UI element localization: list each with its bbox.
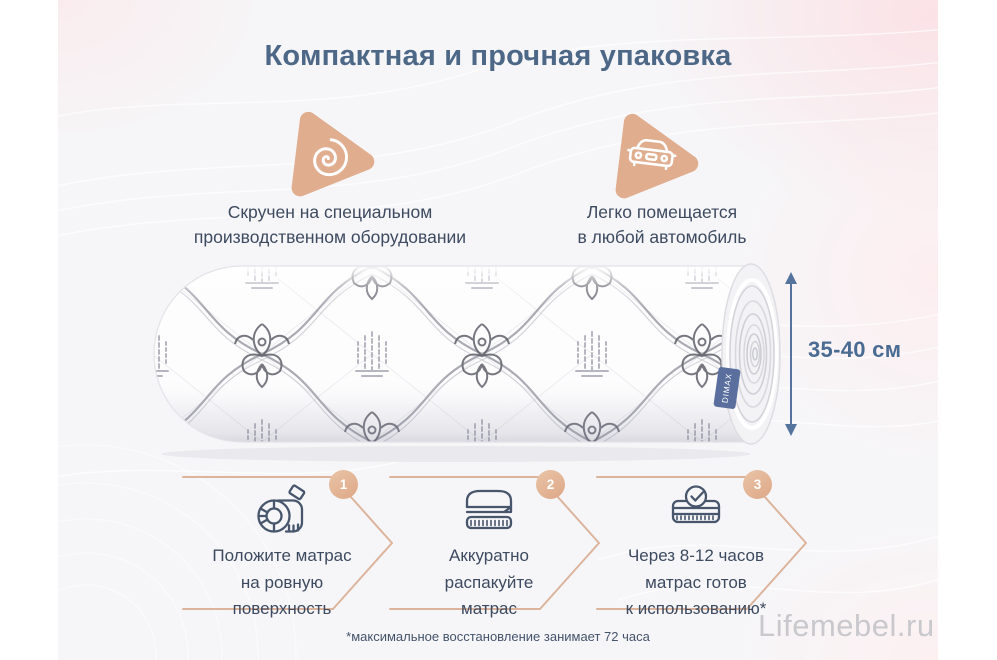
unpacking-mattress-icon xyxy=(465,489,513,530)
roll-body xyxy=(153,265,747,443)
watermark-logo: Lifemebel.ru xyxy=(758,608,935,643)
feature-line: Легко помещается xyxy=(586,202,738,222)
infographic-canvas: Компактная и прочная упаковка Скручен на… xyxy=(58,0,938,660)
step-text-line: матрас готов xyxy=(645,572,747,592)
step-text-line: Аккуратно xyxy=(449,546,529,565)
step-text: Аккуратно распакуйте матрас xyxy=(445,543,534,623)
spiral-icon xyxy=(291,111,375,197)
step-number-badge: 1 xyxy=(329,470,358,499)
feature-text-rolling: Скручен на специальном производственном … xyxy=(158,200,502,250)
car-icon xyxy=(615,113,699,199)
step-text: Через 8-12 часов матрас готов к использо… xyxy=(626,543,767,623)
step-content: Через 8-12 часов матрас готов к использо… xyxy=(600,482,792,618)
height-value-label: 35-40 см xyxy=(808,337,902,362)
mattress-ready-icon xyxy=(671,485,721,524)
rolled-mattress-icon xyxy=(257,484,306,533)
height-arrow-icon xyxy=(785,272,797,436)
feature-line: производственном оборудовании xyxy=(193,227,467,247)
step-text-line: поверхность xyxy=(232,599,332,618)
step-text-line: на ровную xyxy=(240,572,324,592)
feature-line: Скручен на специальном xyxy=(227,202,433,222)
step-2: 2 Аккуратно распакуйте матрас xyxy=(388,470,602,618)
feature-line: в любой автомобиль xyxy=(577,227,747,247)
page-title: Компактная и прочная упаковка xyxy=(264,40,732,72)
roll-tag-label: DIMAX xyxy=(720,372,733,403)
step-3: 3 Через 8-12 часов матрас готов к исполь… xyxy=(595,470,809,618)
step-content: Положите матрас на ровную поверхность xyxy=(186,482,378,618)
feature-text-car: Легко помещается в любой автомобиль xyxy=(510,200,814,250)
step-text-line: распакуйте xyxy=(444,572,534,592)
footnote: *максимальное восстановление занимает 72… xyxy=(346,629,650,644)
step-1: 1 Положите матрас на ровную поверхность xyxy=(181,470,395,618)
step-number-badge: 2 xyxy=(536,470,565,499)
step-text-line: к использованию* xyxy=(625,599,767,618)
step-chevron-outline xyxy=(389,476,600,610)
step-content: Аккуратно распакуйте матрас xyxy=(393,482,585,618)
step-number-badge: 3 xyxy=(743,470,772,499)
step-text-line: матрас xyxy=(461,599,517,618)
step-chevron-outline xyxy=(182,476,393,610)
step-chevron-outline xyxy=(596,476,807,610)
rolled-mattress-photo: DIMAX xyxy=(153,263,781,462)
step-text-line: Через 8-12 часов xyxy=(627,546,765,565)
step-text-line: Положите матрас xyxy=(212,546,352,565)
roll-brand-tag: DIMAX xyxy=(713,367,741,409)
roll-end-spiral xyxy=(721,263,781,445)
step-text: Положите матрас на ровную поверхность xyxy=(212,543,351,623)
